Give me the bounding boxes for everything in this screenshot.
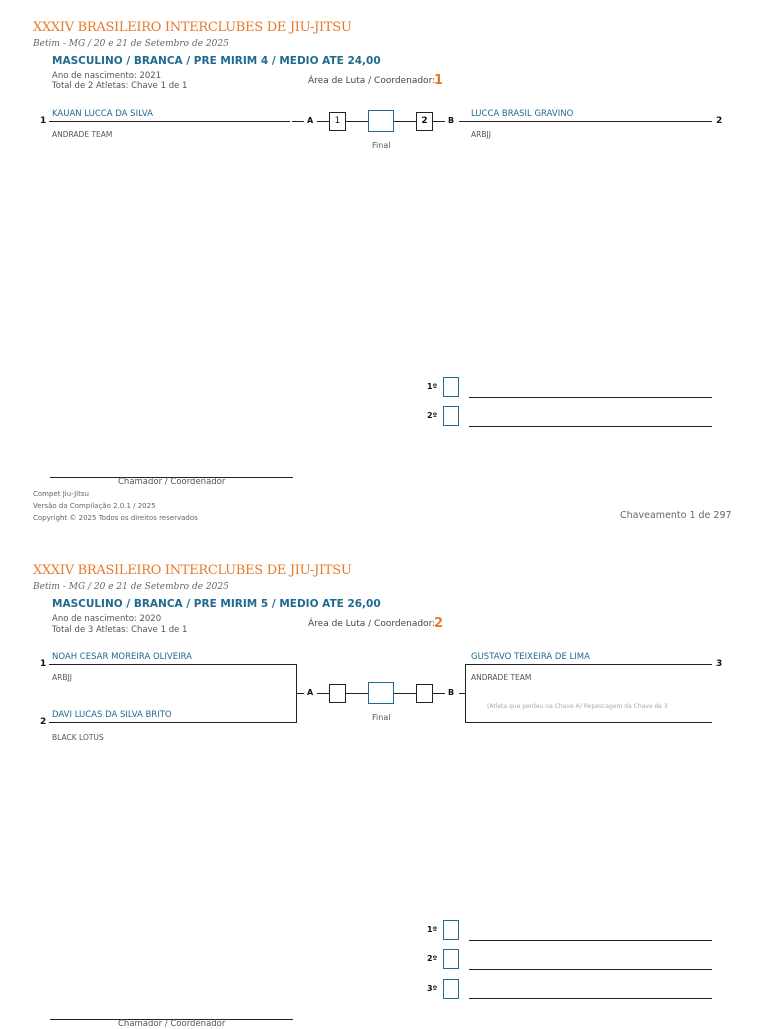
connector-line <box>459 693 465 694</box>
placement-label: 1º <box>427 382 438 391</box>
location-date: Betim - MG / 20 e 21 de Setembro de 2025 <box>33 39 229 49</box>
connector-line <box>346 121 368 122</box>
footer-line: Compet Jiu-Jitsu <box>33 490 89 498</box>
athlete-team: BLACK LOTUS <box>52 733 104 742</box>
athlete-team: ARBJJ <box>471 130 491 139</box>
athlete-name: LUCCA BRASIL GRAVINO <box>471 109 574 119</box>
seed-number: 1 <box>40 659 47 669</box>
connector-line <box>296 693 304 694</box>
repechage-note: (Atleta que perdeu na Chave A) Repescage… <box>487 703 668 710</box>
athlete-team: ANDRADE TEAM <box>52 130 113 139</box>
connector-line <box>292 121 304 122</box>
placement-line <box>469 397 712 398</box>
placement-label: 2º <box>427 411 438 420</box>
athlete-name: GUSTAVO TEIXEIRA DE LIMA <box>471 652 590 662</box>
placement-box[interactable] <box>443 949 459 969</box>
score-box-a: 1 <box>329 112 346 131</box>
placement-line <box>469 969 712 970</box>
placement-line <box>469 940 712 941</box>
birth-year: Ano de nascimento: 2021 <box>52 71 162 81</box>
seed-number: 3 <box>716 659 723 669</box>
connector-line <box>433 121 445 122</box>
connector-line <box>317 121 329 122</box>
bracket-label-a: A <box>307 688 314 697</box>
seed-number: 2 <box>40 717 47 727</box>
bracket-join <box>465 664 466 723</box>
connector-line <box>317 693 329 694</box>
final-box <box>368 110 394 132</box>
category-title: MASCULINO / BRANCA / PRE MIRIM 4 / MEDIO… <box>52 55 381 67</box>
placement-line <box>469 998 712 999</box>
score-box-b: 2 <box>416 112 433 131</box>
athlete-line <box>465 722 712 723</box>
area-number: 1 <box>434 73 444 88</box>
placement-box[interactable] <box>443 920 459 940</box>
connector-line <box>394 693 416 694</box>
placement-label: 2º <box>427 954 438 963</box>
placement-line <box>469 426 712 427</box>
footer-line: Copyright © 2025 Todos os direitos reser… <box>33 514 198 522</box>
final-label: Final <box>372 713 391 722</box>
athlete-line <box>49 664 296 665</box>
connector-line <box>394 121 416 122</box>
location-date: Betim - MG / 20 e 21 de Setembro de 2025 <box>33 582 229 592</box>
athlete-line <box>465 664 712 665</box>
placement-box[interactable] <box>443 406 459 426</box>
connector-line <box>346 693 368 694</box>
athlete-name: DAVI LUCAS DA SILVA BRITO <box>52 710 172 720</box>
footer-line: Versão da Compilação 2.0.1 / 2025 <box>33 502 156 510</box>
athlete-team: ANDRADE TEAM <box>471 673 532 682</box>
area-number: 2 <box>434 616 444 631</box>
signature-label: Chamador / Coordenador <box>118 1019 226 1029</box>
event-title: XXXIV BRASILEIRO INTERCLUBES DE JIU-JITS… <box>33 20 352 35</box>
signature-label: Chamador / Coordenador <box>118 477 226 487</box>
connector-line <box>433 693 445 694</box>
athlete-total: Total de 3 Atletas: Chave 1 de 1 <box>52 625 188 635</box>
bracket-label-a: A <box>307 116 314 125</box>
bracket-label-b: B <box>448 116 455 125</box>
category-title: MASCULINO / BRANCA / PRE MIRIM 5 / MEDIO… <box>52 598 381 610</box>
placement-box[interactable] <box>443 377 459 397</box>
seed-number: 1 <box>40 116 47 126</box>
athlete-total: Total de 2 Atletas: Chave 1 de 1 <box>52 81 188 91</box>
score-box-b <box>416 684 433 703</box>
score-box-a <box>329 684 346 703</box>
final-label: Final <box>372 141 391 150</box>
athlete-name: KAUAN LUCCA DA SILVA <box>52 109 153 119</box>
event-title: XXXIV BRASILEIRO INTERCLUBES DE JIU-JITS… <box>33 563 352 578</box>
connector-line <box>459 121 469 122</box>
athlete-line <box>49 722 296 723</box>
signature-line <box>50 1019 293 1020</box>
seed-number: 2 <box>716 116 723 126</box>
athlete-team: ARBJJ <box>52 673 72 682</box>
page-counter: Chaveamento 1 de 297 <box>620 510 732 521</box>
athlete-line <box>469 121 712 122</box>
placement-label: 3º <box>427 984 438 993</box>
birth-year: Ano de nascimento: 2020 <box>52 614 162 624</box>
bracket-label-b: B <box>448 688 455 697</box>
final-box <box>368 682 394 704</box>
placement-box[interactable] <box>443 979 459 999</box>
area-label: Área de Luta / Coordenador: <box>308 76 436 86</box>
signature-line <box>50 477 293 478</box>
athlete-line <box>49 121 290 122</box>
area-label: Área de Luta / Coordenador: <box>308 619 436 629</box>
athlete-name: NOAH CESAR MOREIRA OLIVEIRA <box>52 652 192 662</box>
placement-label: 1º <box>427 925 438 934</box>
